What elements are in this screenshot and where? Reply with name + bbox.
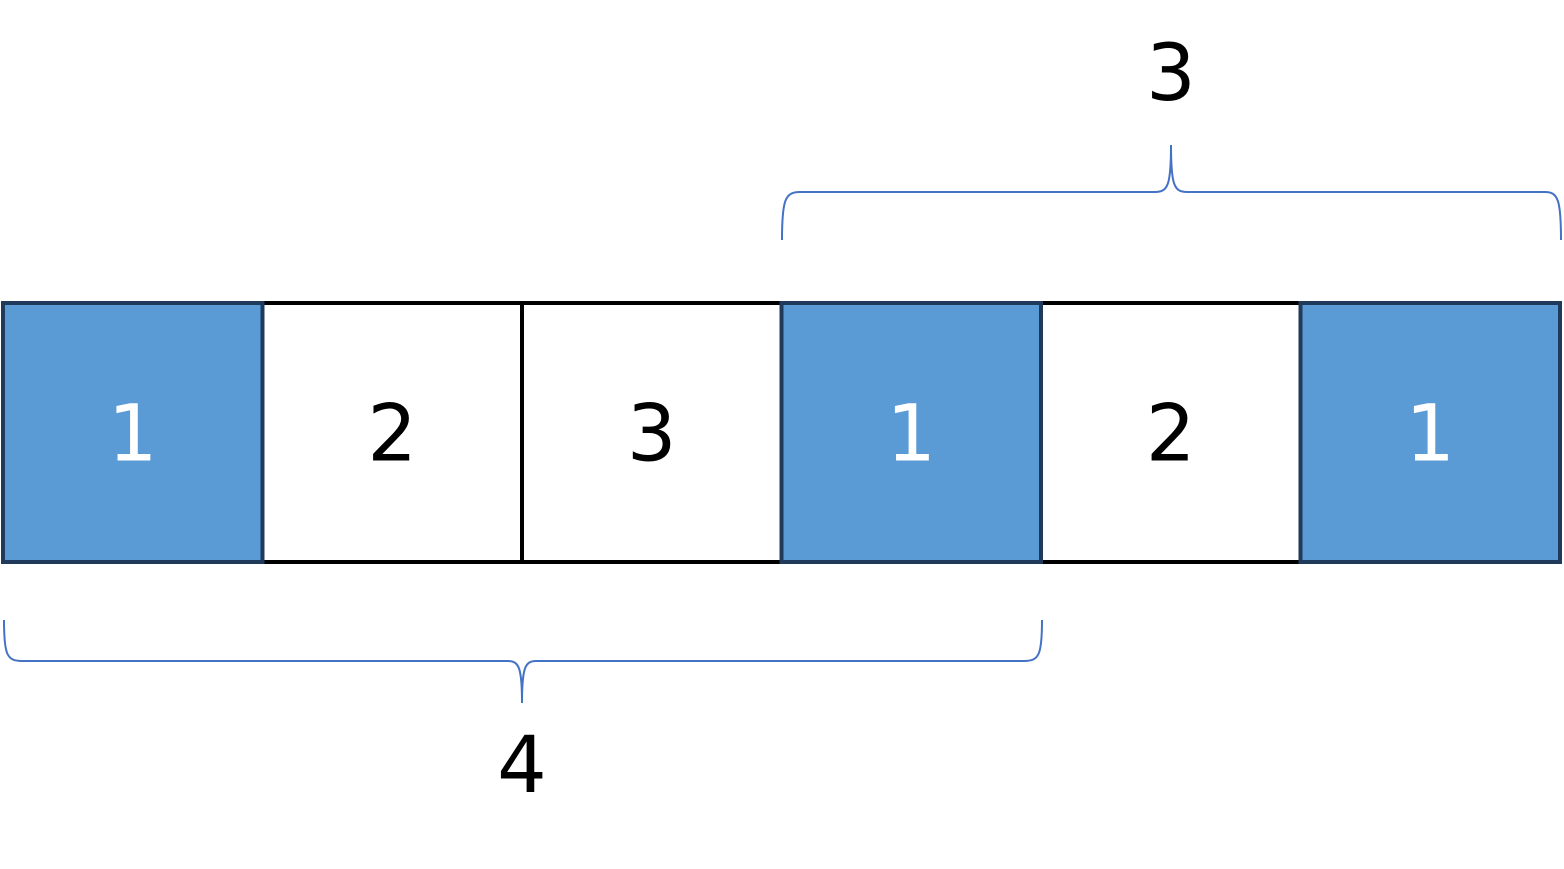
bottom-brace	[3, 619, 1043, 704]
cell-label: 2	[1146, 390, 1196, 480]
cell-border	[1, 301, 265, 564]
plain-cell	[262, 303, 522, 562]
top-brace	[781, 144, 1562, 241]
cell-border	[779, 301, 1043, 564]
highlighted-cell	[781, 303, 1041, 562]
plain-cell	[522, 303, 782, 562]
highlighted-cell	[3, 303, 263, 562]
highlighted-cell	[1300, 303, 1560, 562]
plain-cell	[1041, 303, 1301, 562]
cell-border	[1298, 301, 1562, 564]
cell-label: 1	[1405, 390, 1455, 480]
cell-label: 1	[108, 390, 158, 480]
cells-row: 1 2 3 1 2 1	[1, 301, 1562, 564]
bottom-brace-label: 4	[497, 721, 547, 811]
cell-label: 3	[627, 390, 677, 480]
cell-label: 2	[367, 390, 417, 480]
cell-label: 1	[886, 390, 936, 480]
top-brace-label: 3	[1146, 29, 1196, 119]
